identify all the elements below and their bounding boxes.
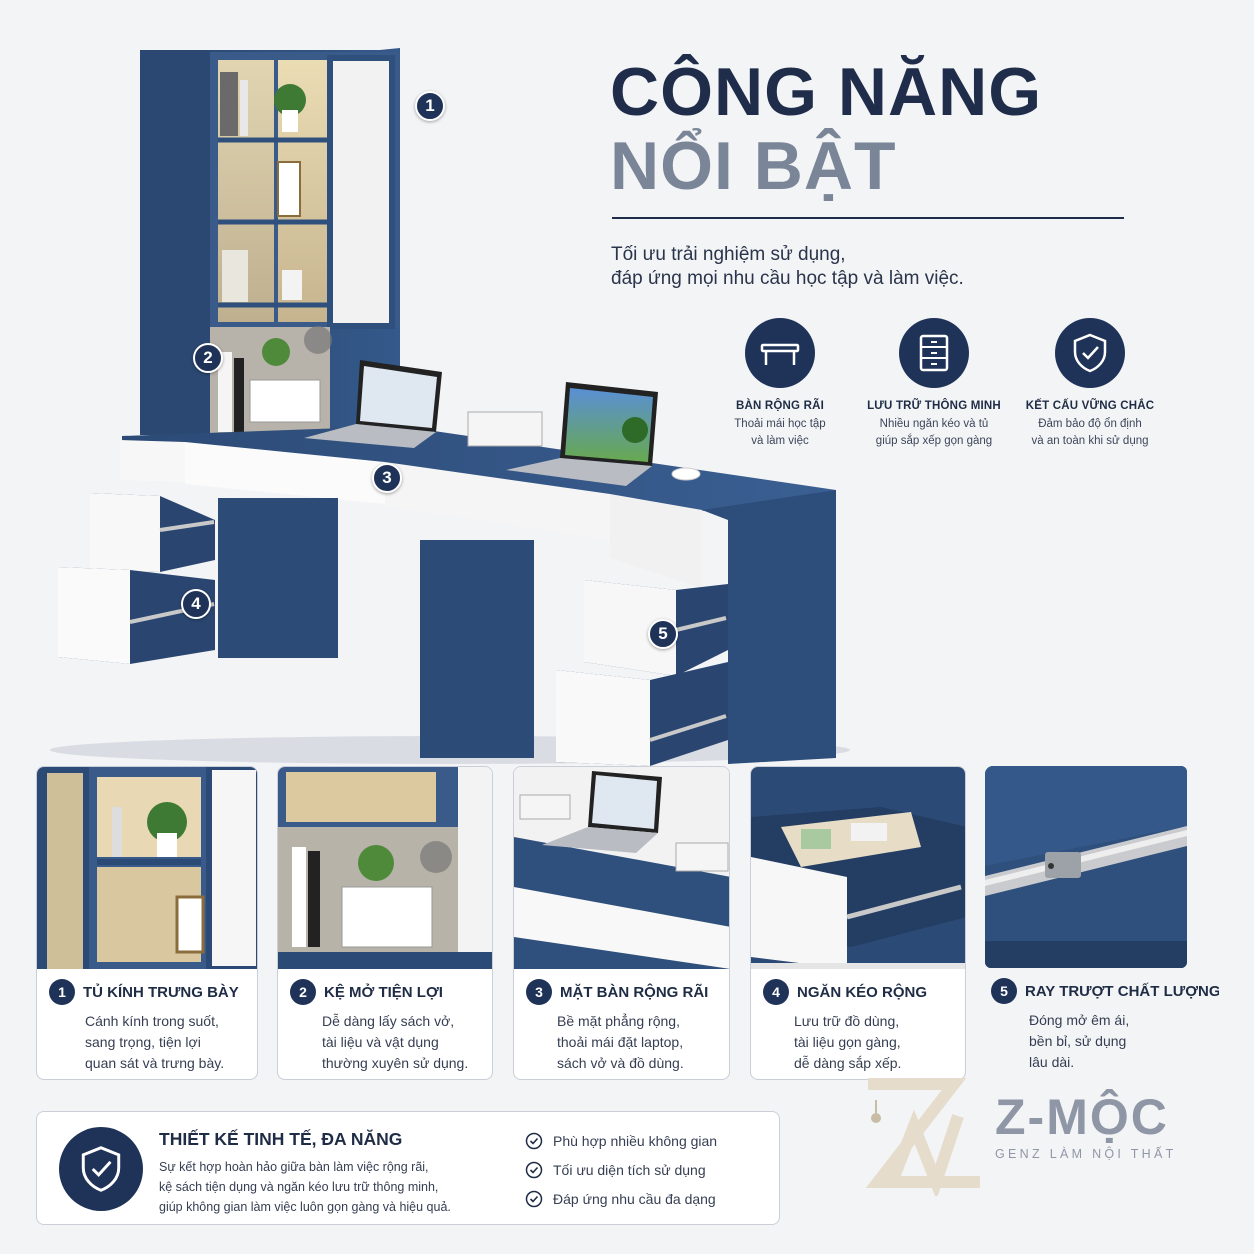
feature-spacious-desk: BÀN RỘNG RÃI Thoải mái học tập và làm vi… — [700, 318, 860, 450]
card-number-badge: 5 — [991, 978, 1017, 1004]
brand-tagline: GENZ LÀM NỘI THẤT — [995, 1147, 1177, 1161]
feature-sturdy-structure: KẾT CẤU VỮNG CHẮC Đảm bảo độ ổn định và … — [1010, 318, 1170, 450]
card-title-text: KỆ MỞ TIỆN LỢI — [324, 983, 443, 1001]
card-number-badge: 2 — [290, 979, 316, 1005]
hero-badge-4: 4 — [181, 589, 211, 619]
check-circle-icon — [525, 1161, 543, 1179]
card-desc-line: Lưu trữ đồ dùng, — [794, 1013, 900, 1029]
card-desc-line: tài liệu gọn gàng, — [794, 1034, 901, 1050]
card-desc-line: thoải mái đặt laptop, — [557, 1034, 684, 1050]
desk-icon — [745, 318, 815, 388]
subtitle-line-1: Tối ưu trải nghiệm sử dụng, — [611, 244, 846, 265]
desk-illustration — [50, 48, 850, 766]
feature-desc-line: và an toàn khi sử dụng — [1031, 435, 1149, 447]
check-item-label: Đáp ứng nhu cầu đa dạng — [553, 1191, 716, 1207]
card-number-badge: 4 — [763, 979, 789, 1005]
feature-desc: Đảm bảo độ ổn định và an toàn khi sử dụn… — [1010, 416, 1170, 450]
drawers-icon — [899, 318, 969, 388]
page-title-line2: NỔI BẬT — [610, 128, 897, 204]
check-item-label: Phù hợp nhiều không gian — [553, 1133, 718, 1149]
hero-badge-5: 5 — [648, 619, 678, 649]
feature-desc-line: Nhiều ngăn kéo và tủ — [879, 418, 989, 430]
check-item: Đáp ứng nhu cầu đa dạng — [525, 1190, 716, 1208]
card-desc-line: Bề mặt phẳng rộng, — [557, 1013, 680, 1029]
feature-desc-line: Thoải mái học tập — [734, 418, 826, 430]
check-circle-icon — [525, 1190, 543, 1208]
card-title: 1 TỦ KÍNH TRƯNG BÀY — [49, 979, 239, 1005]
hero-badge-3: 3 — [372, 463, 402, 493]
hero-badge-1: 1 — [415, 91, 445, 121]
card-desc-line: bền bỉ, sử dụng — [1029, 1033, 1127, 1049]
brand-logo-mark — [858, 1070, 988, 1200]
summary-desc-line: Sự kết hợp hoàn hảo giữa bàn làm việc rộ… — [159, 1160, 429, 1174]
card-photo-glass-cabinet — [37, 767, 257, 969]
feature-card-quality-rail: 5 RAY TRƯỢT CHẤT LƯỢNG Đóng mở êm ái, bề… — [985, 766, 1219, 1080]
check-item: Phù hợp nhiều không gian — [525, 1132, 717, 1150]
card-number-badge: 3 — [526, 979, 552, 1005]
card-title-text: RAY TRƯỢT CHẤT LƯỢNG — [1025, 982, 1219, 1000]
card-title: 2 KỆ MỞ TIỆN LỢI — [290, 979, 443, 1005]
card-desc-line: Đóng mở êm ái, — [1029, 1012, 1130, 1028]
subtitle-line-2: đáp ứng mọi nhu cầu học tập và làm việc. — [611, 268, 964, 289]
card-description: Bề mặt phẳng rộng, thoải mái đặt laptop,… — [557, 1011, 729, 1074]
card-number-badge: 1 — [49, 979, 75, 1005]
card-title: 3 MẶT BÀN RỘNG RÃI — [526, 979, 708, 1005]
card-title: 4 NGĂN KÉO RỘNG — [763, 979, 927, 1005]
feature-card-glass-cabinet: 1 TỦ KÍNH TRƯNG BÀY Cánh kính trong suốt… — [36, 766, 258, 1080]
card-title-text: TỦ KÍNH TRƯNG BÀY — [83, 983, 239, 1001]
feature-desc: Thoải mái học tập và làm việc — [700, 416, 860, 450]
feature-desc: Nhiều ngăn kéo và tủ giúp sắp xếp gọn gà… — [854, 416, 1014, 450]
card-description: Dễ dàng lấy sách vở, tài liệu và vật dụn… — [322, 1011, 492, 1074]
card-desc-line: lâu dài. — [1029, 1054, 1075, 1070]
card-photo-wide-drawer — [751, 767, 965, 969]
card-desc-line: Dễ dàng lấy sách vở, — [322, 1013, 455, 1029]
feature-card-wide-desktop: 3 MẶT BÀN RỘNG RÃI Bề mặt phẳng rộng, th… — [513, 766, 730, 1080]
check-item-label: Tối ưu diện tích sử dụng — [553, 1162, 706, 1178]
feature-title: BÀN RỘNG RÃI — [735, 400, 824, 412]
feature-card-wide-drawer: 4 NGĂN KÉO RỘNG Lưu trữ đồ dùng, tài liệ… — [750, 766, 966, 1080]
card-description: Lưu trữ đồ dùng, tài liệu gọn gàng, dễ d… — [794, 1011, 965, 1074]
feature-title: LƯU TRỮ THÔNG MINH — [867, 400, 1001, 412]
design-summary-panel: THIẾT KẾ TINH TẾ, ĐA NĂNG Sự kết hợp hoà… — [36, 1111, 780, 1225]
card-desc-line: Cánh kính trong suốt, — [85, 1013, 219, 1029]
shield-check-icon — [59, 1127, 143, 1211]
feature-desc-line: Đảm bảo độ ổn định — [1038, 418, 1142, 430]
feature-smart-storage: LƯU TRỮ THÔNG MINH Nhiều ngăn kéo và tủ … — [854, 318, 1014, 450]
feature-title: KẾT CẤU VỮNG CHẮC — [1025, 400, 1155, 412]
page-title-line1: CÔNG NĂNG — [610, 54, 1043, 130]
card-desc-line: tài liệu và vật dụng — [322, 1034, 439, 1050]
card-photo-open-shelf — [278, 767, 492, 969]
shield-check-icon — [1055, 318, 1125, 388]
check-circle-icon — [525, 1132, 543, 1150]
feature-desc-line: và làm việc — [751, 435, 809, 447]
card-title: 5 RAY TRƯỢT CHẤT LƯỢNG — [991, 978, 1219, 1004]
feature-card-open-shelf: 2 KỆ MỞ TIỆN LỢI Dễ dàng lấy sách vở, tà… — [277, 766, 493, 1080]
card-desc-line: sách vở và đồ dùng. — [557, 1055, 684, 1071]
check-item: Tối ưu diện tích sử dụng — [525, 1161, 706, 1179]
hero-badge-2: 2 — [193, 343, 223, 373]
brand-name: Z-MỘC — [995, 1089, 1169, 1145]
page-subtitle: Tối ưu trải nghiệm sử dụng, đáp ứng mọi … — [611, 243, 964, 291]
card-desc-line: quan sát và trưng bày. — [85, 1055, 225, 1071]
hero-product-illustration: 1 2 3 4 5 — [0, 0, 860, 770]
summary-desc-line: giúp không gian làm việc luôn gọn gàng v… — [159, 1200, 451, 1214]
card-desc-line: sang trọng, tiện lợi — [85, 1034, 201, 1050]
summary-desc-line: kệ sách tiện dụng và ngăn kéo lưu trữ th… — [159, 1180, 439, 1194]
card-description: Đóng mở êm ái, bền bỉ, sử dụng lâu dài. — [1029, 1010, 1209, 1073]
card-title-text: MẶT BÀN RỘNG RÃI — [560, 983, 709, 1001]
card-description: Cánh kính trong suốt, sang trọng, tiện l… — [85, 1011, 257, 1074]
card-desc-line: thường xuyên sử dụng. — [322, 1055, 469, 1071]
summary-description: Sự kết hợp hoàn hảo giữa bàn làm việc rộ… — [159, 1157, 504, 1217]
card-photo-wide-desktop — [514, 767, 729, 969]
card-title-text: NGĂN KÉO RỘNG — [797, 983, 928, 1001]
card-desc-line: dễ dàng sắp xếp. — [794, 1055, 902, 1071]
title-divider — [612, 217, 1124, 219]
feature-desc-line: giúp sắp xếp gọn gàng — [875, 435, 993, 447]
card-photo-quality-rail — [985, 766, 1187, 968]
summary-title: THIẾT KẾ TINH TẾ, ĐA NĂNG — [159, 1129, 403, 1149]
